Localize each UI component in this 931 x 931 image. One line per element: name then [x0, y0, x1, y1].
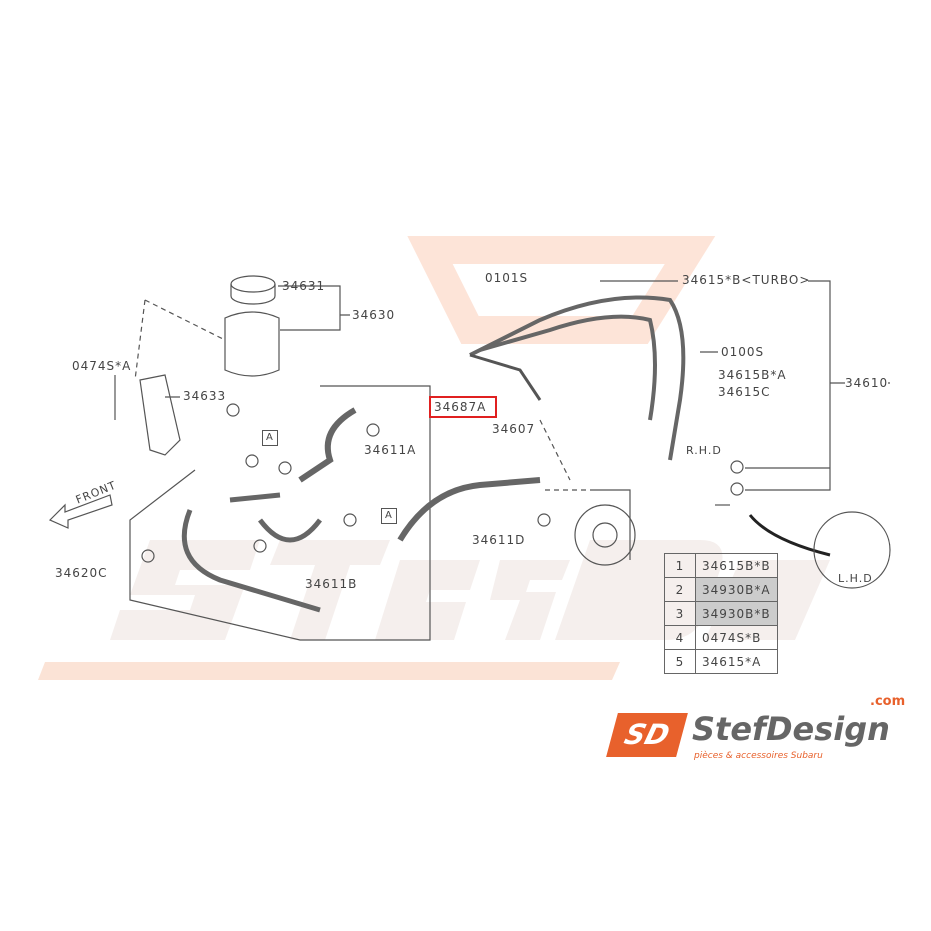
label-34620c: 34620C: [55, 566, 108, 580]
label-34615b-turbo: 34615*B<TURBO>: [682, 273, 811, 287]
label-0474s-a: 0474S*A: [72, 359, 132, 373]
label-34631: 34631: [282, 279, 326, 293]
logo-mark: SD: [606, 713, 688, 757]
label-34611a: 34611A: [364, 443, 417, 457]
highlight-box: [429, 396, 497, 418]
front-arrow: [48, 494, 113, 529]
label-rhd: R.H.D: [686, 444, 722, 457]
legend-part: 34930B*A: [695, 577, 778, 602]
label-34630: 34630: [352, 308, 396, 322]
legend-part: 34930B*B: [695, 601, 778, 626]
watermark-mark: [407, 236, 716, 344]
logo-brand: StefDesign: [692, 710, 890, 748]
legend-part: 0474S*B: [695, 625, 778, 650]
legend-num: 4: [664, 625, 696, 650]
label-34611d: 34611D: [472, 533, 526, 547]
label-34687a[interactable]: 34687A: [434, 400, 487, 414]
label-0100s: 0100S: [721, 345, 765, 359]
reservoir-cap: [230, 275, 276, 293]
pump: [574, 504, 636, 566]
legend-part: 34615B*B: [695, 553, 778, 578]
ref-a-1: A: [262, 430, 278, 446]
label-lhd: L.H.D: [838, 572, 873, 585]
bracket: [139, 374, 181, 456]
legend-num: 2: [664, 577, 696, 602]
label-34615b-a: 34615B*A: [718, 368, 787, 382]
reservoir: [224, 311, 280, 377]
logo-com: .com: [870, 694, 906, 709]
legend-num: 5: [664, 649, 696, 674]
label-34610: 34610: [845, 376, 889, 390]
stefdesign-logo: SD .com StefDesign pièces & accessoires …: [606, 695, 922, 769]
legend-num: 1: [664, 553, 696, 578]
logo-tagline: pièces & accessoires Subaru: [694, 751, 823, 761]
ref-a-2: A: [381, 508, 397, 524]
legend-num: 3: [664, 601, 696, 626]
label-34633: 34633: [183, 389, 227, 403]
label-0101s: 0101S: [485, 271, 529, 285]
legend-part: 34615*A: [695, 649, 778, 674]
label-34611b: 34611B: [305, 577, 358, 591]
label-34615c: 34615C: [718, 385, 771, 399]
label-34607: 34607: [492, 422, 536, 436]
